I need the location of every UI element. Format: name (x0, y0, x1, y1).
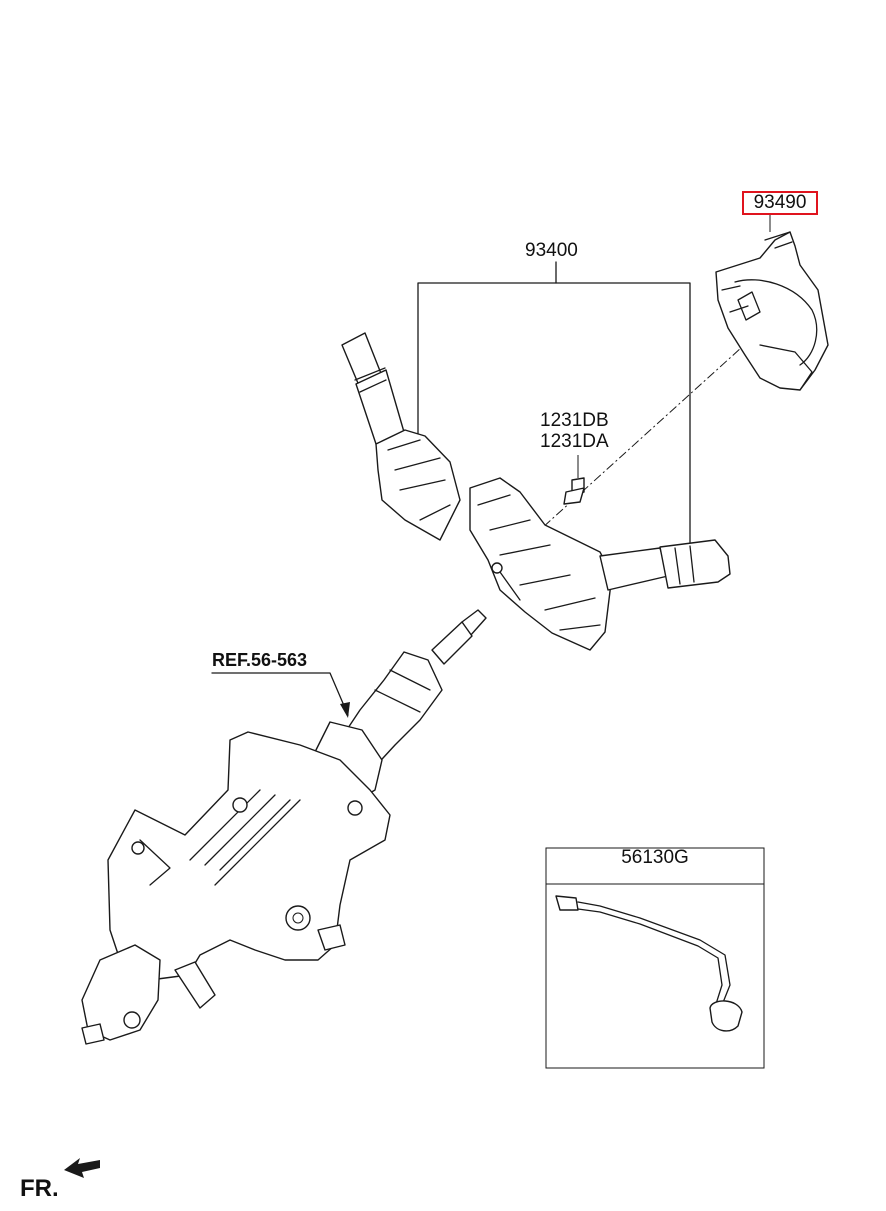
left-multifunction-lever (341, 332, 461, 541)
leader-lines (211, 215, 771, 718)
part-label-56130g: 56130G (621, 847, 689, 868)
front-direction-arrow-icon (64, 1158, 100, 1178)
clock-spring-93490 (715, 231, 829, 391)
inset-56130g (545, 847, 765, 1069)
part-label-93400: 93400 (525, 240, 578, 261)
reference-label: REF.56-563 (212, 650, 308, 670)
steering-column (81, 609, 487, 1045)
bolt-1231 (563, 477, 585, 505)
part-label-1231da: 1231DA (540, 431, 609, 452)
right-multifunction-lever (599, 539, 731, 591)
bracket-93400 (417, 261, 691, 549)
front-label: FR. (20, 1175, 59, 1202)
part-label-93490: 93490 (742, 191, 818, 215)
switch-housing (469, 477, 613, 651)
part-label-1231db: 1231DB (540, 410, 609, 431)
